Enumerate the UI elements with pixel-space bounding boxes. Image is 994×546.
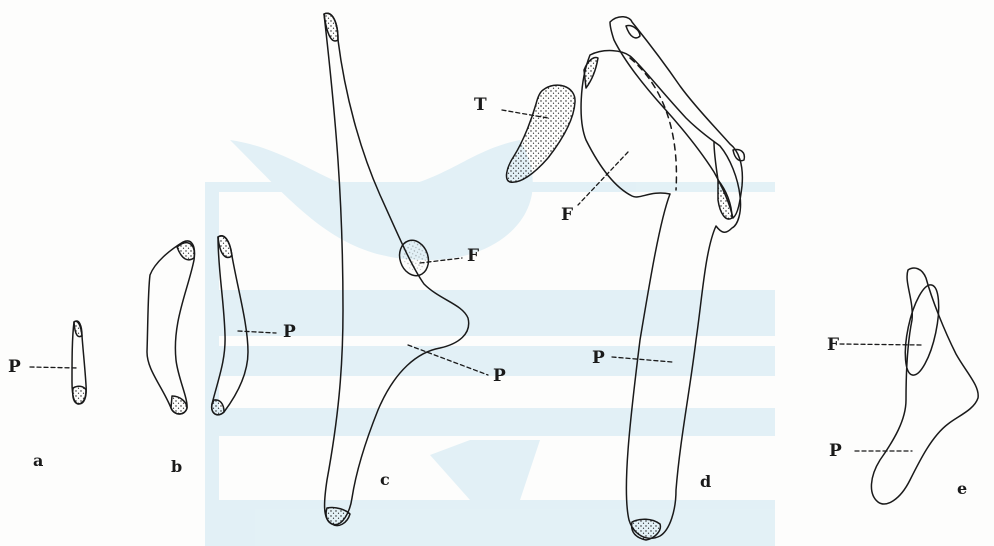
caption-e: e bbox=[957, 481, 967, 497]
label-c-f: F bbox=[467, 248, 479, 265]
label-d-t: T bbox=[474, 97, 487, 114]
bone-b-left bbox=[147, 241, 195, 414]
label-a-p: P bbox=[8, 359, 21, 376]
label-e-p: P bbox=[829, 443, 842, 460]
label-b-p: P bbox=[283, 324, 296, 341]
caption-c: c bbox=[380, 472, 390, 488]
label-e-f: F bbox=[827, 337, 839, 354]
caption-b: b bbox=[171, 459, 182, 475]
watermark bbox=[205, 140, 775, 546]
bone-e bbox=[871, 268, 978, 504]
caption-a: a bbox=[33, 453, 43, 469]
bone-d-tarsal bbox=[507, 85, 576, 182]
bone-d bbox=[581, 17, 744, 540]
caption-d: d bbox=[700, 474, 711, 490]
label-d-f: F bbox=[561, 207, 573, 224]
bone-a bbox=[72, 321, 86, 404]
label-c-p: P bbox=[493, 368, 506, 385]
label-d-p: P bbox=[592, 350, 605, 367]
